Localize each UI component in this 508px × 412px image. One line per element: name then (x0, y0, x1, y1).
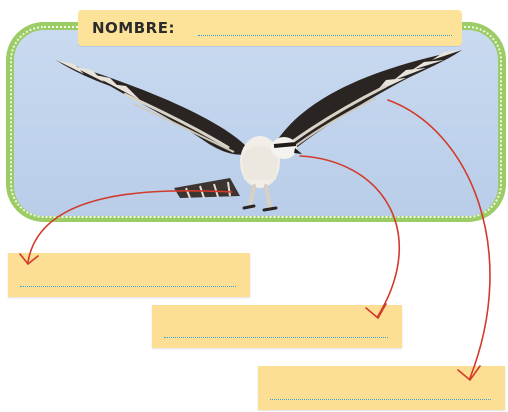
answer-line[interactable] (20, 286, 236, 287)
frame-dotted-border (10, 26, 502, 218)
answer-line[interactable] (164, 337, 388, 338)
name-label: NOMBRE: (92, 19, 175, 37)
osprey-icon (56, 50, 462, 212)
answer-box-beak[interactable] (152, 305, 402, 348)
answer-box-tail[interactable] (8, 253, 250, 297)
name-input-line[interactable] (198, 35, 452, 36)
name-field: NOMBRE: (78, 10, 462, 46)
answer-line[interactable] (270, 399, 491, 400)
answer-box-wing[interactable] (258, 366, 505, 410)
